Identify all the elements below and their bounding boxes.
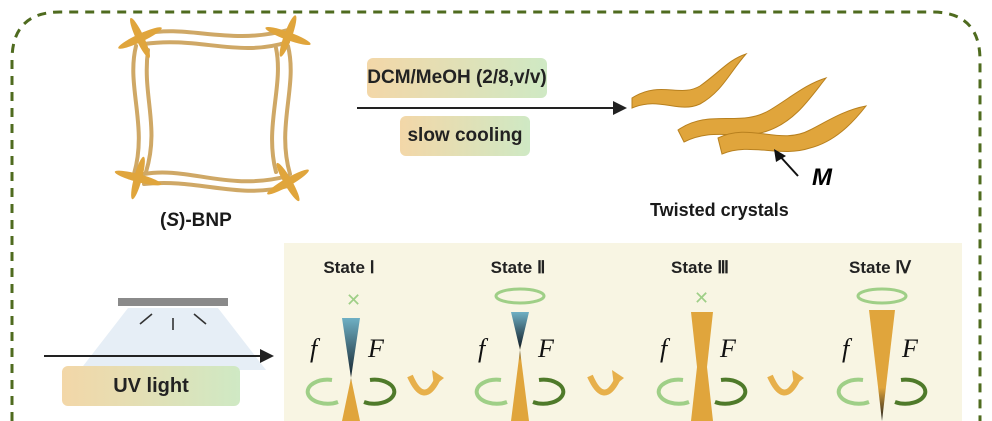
uv-lamp-drawing bbox=[44, 298, 274, 370]
process-arrow bbox=[357, 101, 627, 115]
crystals-label: Twisted crystals bbox=[650, 200, 789, 220]
state-2-F-label: F bbox=[538, 334, 554, 363]
state-4-crystal bbox=[836, 287, 928, 421]
svg-text:✕: ✕ bbox=[346, 290, 361, 311]
state-2-crystal bbox=[474, 287, 566, 421]
solvent-pill: DCM/MeOH (2/8,v/v) bbox=[367, 58, 547, 98]
cooling-pill: slow cooling bbox=[400, 116, 530, 156]
state-1-f-label: f bbox=[310, 334, 318, 363]
molecule-label: (S)-BNP bbox=[160, 210, 232, 231]
transition-arrow-1-icon bbox=[407, 370, 444, 396]
transition-arrow-2-icon bbox=[587, 370, 624, 396]
state-1-title: State Ⅰ bbox=[323, 258, 375, 277]
state-3-F-label: F bbox=[720, 334, 736, 363]
state-3-title: State Ⅲ bbox=[670, 258, 729, 277]
state-3-f-label: f bbox=[660, 334, 668, 363]
state-4-f-label: f bbox=[842, 334, 850, 363]
helicity-label: M bbox=[812, 164, 832, 191]
uv-light-pill: UV light bbox=[62, 366, 240, 406]
svg-text:✕: ✕ bbox=[694, 288, 709, 309]
state-1-F-label: F bbox=[368, 334, 384, 363]
transition-arrow-3-icon bbox=[767, 370, 804, 396]
state-2-f-label: f bbox=[478, 334, 486, 363]
twisted-crystals-drawing bbox=[631, 52, 868, 177]
state-4-title: State Ⅳ bbox=[849, 258, 911, 277]
state-3-crystal: ✕ bbox=[656, 288, 748, 421]
bnp-framework-drawing bbox=[114, 15, 311, 202]
state-1-crystal: ✕ bbox=[305, 290, 397, 421]
state-4-F-label: F bbox=[902, 334, 918, 363]
state-2-title: State Ⅱ bbox=[490, 258, 546, 277]
states-panel bbox=[284, 243, 962, 421]
